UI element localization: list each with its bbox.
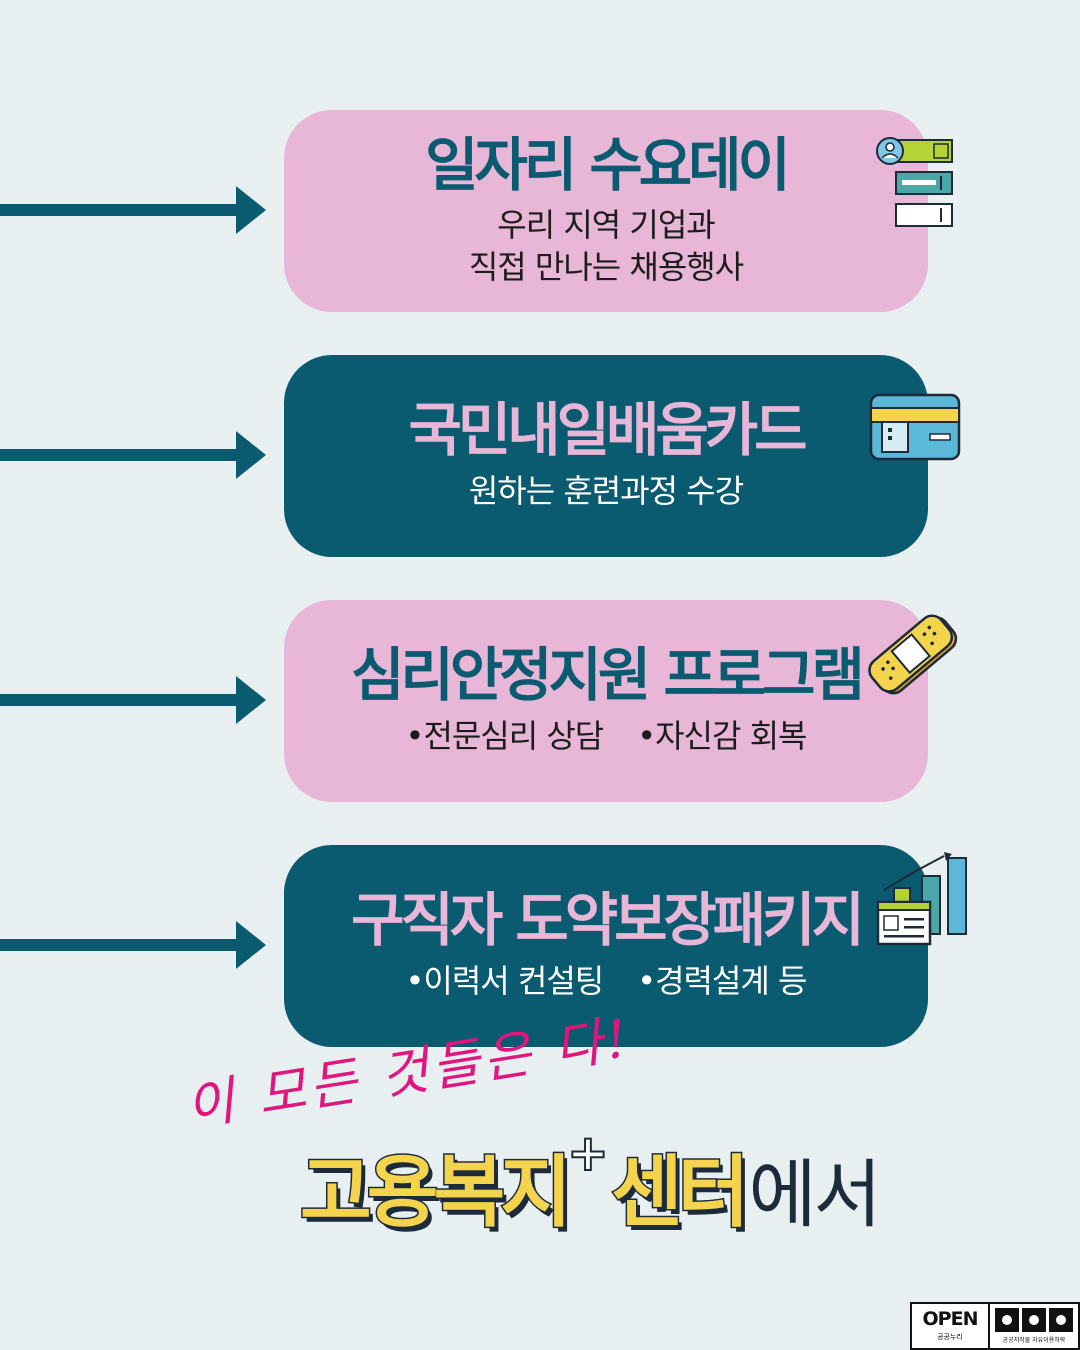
card-description-line: 직접 만나는 채용행사 [468, 247, 744, 286]
open-badge-label: 공공누리 [937, 1333, 963, 1341]
arrow-2 [0, 431, 266, 479]
card-bullet-row: •이력서 컨설팅 •경력설계 등 [405, 961, 808, 1003]
headline-part-at: 에서 [748, 1152, 881, 1238]
headline-part-employment-welfare: 고용복지 [298, 1147, 573, 1240]
headline-part-center: 센터 [609, 1147, 751, 1240]
card-description-line: 원하는 훈련과정 수강 [468, 472, 744, 511]
card-bullet-row: •전문심리 상담 •자신감 회복 [405, 716, 808, 758]
card-title: 구직자 도약보장패키지 [351, 886, 865, 955]
card-title: 심리안정지원 프로그램 [351, 641, 865, 710]
card-bullet: •이력서 컨설팅 [405, 962, 605, 1001]
open-badge-right: 공공저작물 자유이용허락 [990, 1304, 1078, 1348]
card-learning-card: 국민내일배움카드 원하는 훈련과정 수강 [284, 355, 928, 557]
card-description-line: 우리 지역 기업과 [497, 206, 715, 245]
bandage-icon [868, 614, 958, 695]
open-badge-left: OPEN 공공누리 [912, 1304, 990, 1348]
headline-plus: + [566, 1123, 610, 1183]
card-psychological-support: 심리안정지원 프로그램 •전문심리 상담 •자신감 회복 [284, 600, 928, 802]
open-license-badge: OPEN 공공누리 공공저작물 자유이용허락 [910, 1302, 1080, 1350]
card-bullet: •전문심리 상담 [405, 717, 605, 756]
card-title: 일자리 수요데이 [425, 130, 791, 199]
license-icons [995, 1308, 1073, 1332]
card-job-demand-day: 일자리 수요데이 우리 지역 기업과 직접 만나는 채용행사 [284, 110, 928, 312]
no-derivatives-icon [1049, 1308, 1073, 1332]
arrow-4 [0, 921, 266, 969]
headline: 고용복지 + 센터 에서 [298, 1123, 881, 1242]
card-title: 국민내일배움카드 [408, 396, 808, 465]
open-logo-text: OPEN [922, 1308, 979, 1330]
arrow-3 [0, 676, 266, 724]
attribution-icon [995, 1308, 1019, 1332]
job-listing-icon [876, 137, 953, 227]
card-bullet: •자신감 회복 [637, 717, 807, 756]
noncommercial-icon [1022, 1308, 1046, 1332]
license-caption: 공공저작물 자유이용허락 [1002, 1337, 1066, 1344]
arrow-1 [0, 186, 266, 234]
growth-chart-icon [876, 852, 967, 946]
card-icon [869, 393, 961, 461]
card-bullet: •경력설계 등 [637, 962, 807, 1001]
card-jobseeker-package: 구직자 도약보장패키지 •이력서 컨설팅 •경력설계 등 [284, 845, 928, 1047]
